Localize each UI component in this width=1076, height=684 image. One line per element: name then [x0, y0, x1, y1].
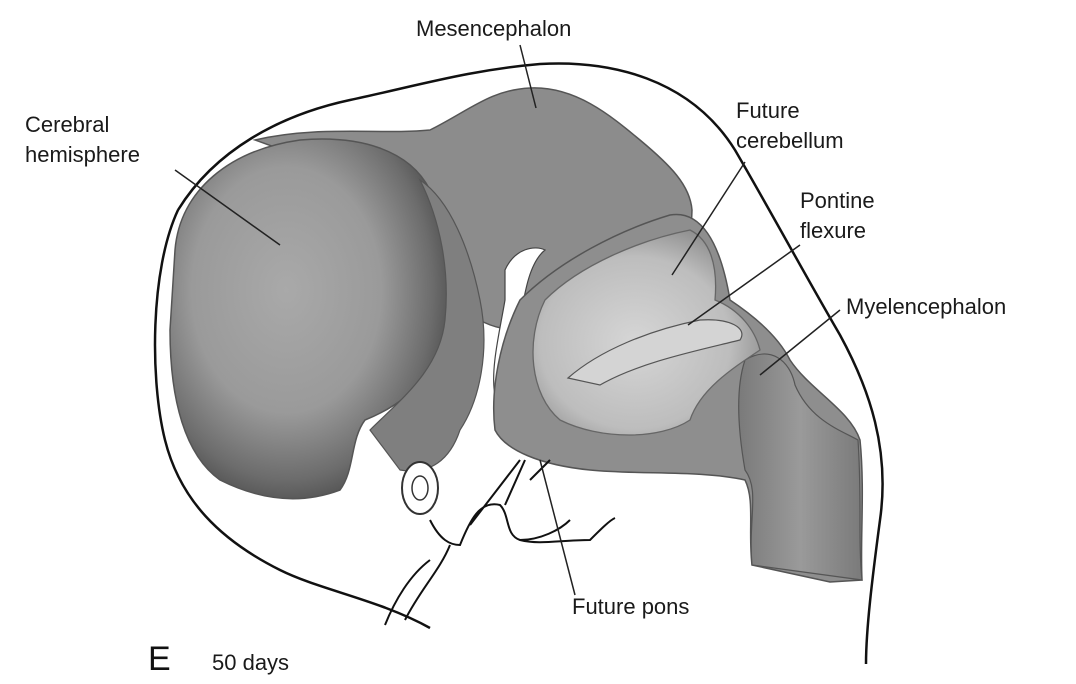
- label-cerebral-line2: hemisphere: [25, 140, 140, 170]
- leader-future-pons: [540, 460, 575, 595]
- label-mesencephalon: Mesencephalon: [416, 14, 571, 44]
- label-cerebral-hemisphere: Cerebral hemisphere: [25, 110, 140, 170]
- age-label: 50 days: [212, 650, 289, 676]
- label-future-cerebellum-line2: cerebellum: [736, 126, 844, 156]
- label-myelencephalon: Myelencephalon: [846, 292, 1006, 322]
- label-myelencephalon-text: Myelencephalon: [846, 292, 1006, 322]
- label-pontine-line1: Pontine: [800, 186, 875, 216]
- label-future-cerebellum: Future cerebellum: [736, 96, 844, 156]
- lens: [412, 476, 428, 500]
- panel-letter: E: [148, 640, 171, 679]
- label-mesencephalon-text: Mesencephalon: [416, 14, 571, 44]
- label-cerebral-line1: Cerebral: [25, 110, 140, 140]
- label-future-cerebellum-line1: Future: [736, 96, 844, 126]
- label-pontine-line2: flexure: [800, 216, 875, 246]
- label-future-pons-text: Future pons: [572, 592, 689, 622]
- label-pontine-flexure: Pontine flexure: [800, 186, 875, 246]
- label-future-pons: Future pons: [572, 592, 689, 622]
